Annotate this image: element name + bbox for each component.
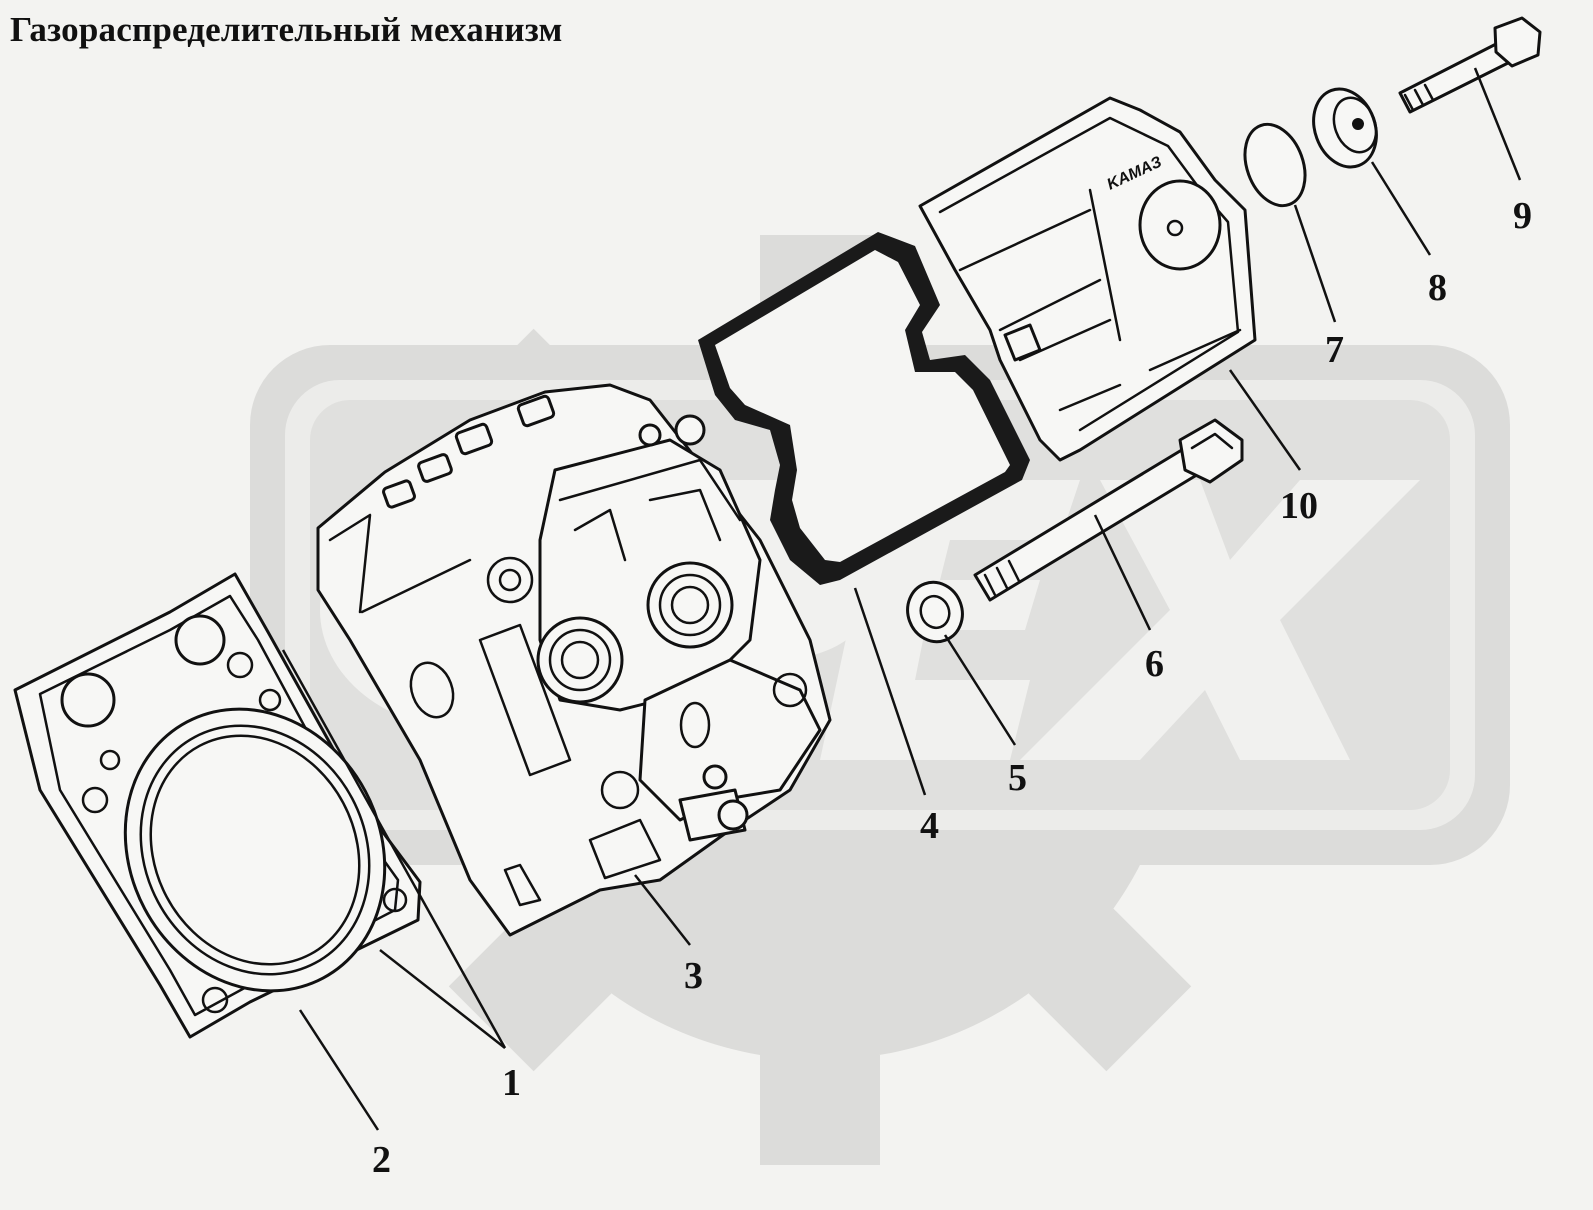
leader-10 (1228, 369, 1302, 471)
callout-10: 10 (1280, 485, 1318, 527)
seal-washer-part-7 (1243, 122, 1307, 208)
leader-3 (634, 874, 691, 946)
callout-5: 5 (1008, 757, 1027, 799)
leader-2 (298, 1009, 380, 1131)
callout-4: 4 (920, 805, 939, 847)
leader-6 (1093, 514, 1152, 631)
callout-3: 3 (684, 955, 703, 997)
short-bolt-part-9 (1398, 16, 1542, 114)
leader-lines (281, 67, 1522, 1131)
diagram-title: Газораспределительный механизм (10, 10, 563, 49)
callout-6: 6 (1145, 643, 1164, 685)
leader-1 (281, 649, 507, 1049)
cover-gasket-part-4 (698, 232, 1030, 585)
leader-1b (379, 949, 506, 1049)
long-bolt-part-6 (973, 418, 1244, 602)
callout-2: 2 (372, 1139, 391, 1181)
valve-cover-part-10: KAMAЗ (918, 96, 1257, 462)
washer-part-5 (906, 580, 964, 644)
callout-7: 7 (1325, 329, 1344, 371)
callout-8: 8 (1428, 267, 1447, 309)
grommet-part-8 (1312, 87, 1378, 169)
leader-5 (943, 634, 1017, 746)
cylinder-head-part-1 (316, 383, 832, 937)
leader-8 (1370, 161, 1432, 256)
callout-1: 1 (502, 1062, 521, 1104)
leader-4 (853, 587, 927, 796)
callout-labels: 1 2 3 4 5 6 7 8 9 10 (372, 195, 1532, 1181)
callout-9: 9 (1513, 195, 1532, 237)
leader-9 (1473, 67, 1522, 181)
leader-7 (1293, 204, 1337, 323)
head-gasket-part-2 (13, 572, 422, 1039)
